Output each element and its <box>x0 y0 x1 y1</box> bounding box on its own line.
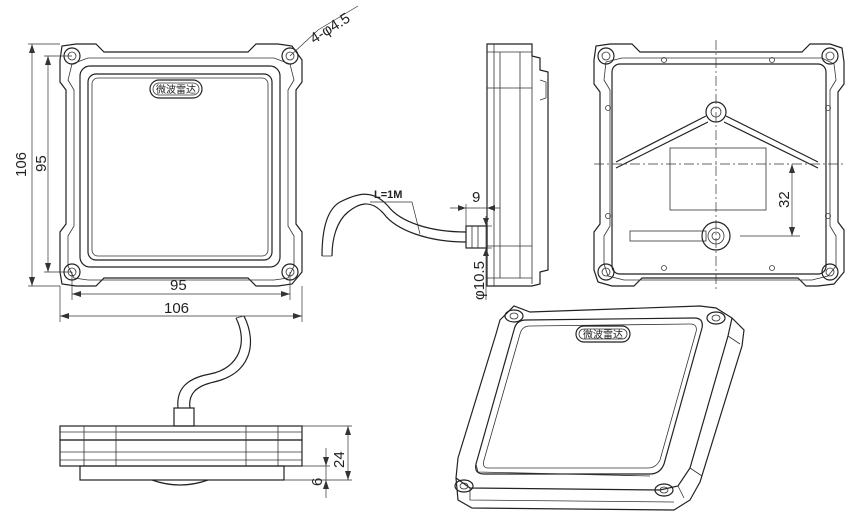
dim-width-outer: 106 <box>164 300 189 317</box>
cable-length-label: L=1M <box>374 189 402 201</box>
front-badge <box>149 79 203 99</box>
back-edge-screws <box>605 57 831 271</box>
back-housing-outline <box>593 43 845 287</box>
dim-total-height: 24 <box>331 451 348 468</box>
front-view: 微波雷达 4-φ4.5 106 95 95 106 <box>13 5 359 322</box>
offset-dim: 32 <box>776 191 793 208</box>
iso-badge <box>575 325 631 343</box>
back-view: 32 <box>593 40 846 290</box>
bottom-connector <box>173 407 195 427</box>
side-cable <box>321 193 467 257</box>
back-bracket <box>615 115 819 169</box>
back-cable-gland <box>701 221 731 251</box>
bottom-body-base <box>79 465 285 481</box>
front-radome <box>87 73 273 261</box>
dim-width-inner: 95 <box>170 277 187 294</box>
dim-height-inner: 95 <box>33 155 50 172</box>
connector-diameter-dim: φ10.5 <box>471 261 488 300</box>
bottom-body-top <box>59 425 303 441</box>
back-panel <box>611 63 827 275</box>
dim-height-outer: 106 <box>13 152 30 177</box>
iso-housing-side <box>455 317 745 511</box>
iso-corner-holes <box>454 309 726 497</box>
iso-badge-text: 微波雷达 <box>583 328 623 341</box>
front-housing-outline <box>59 43 303 287</box>
front-radome-inner <box>91 77 269 257</box>
bottom-view: 24 6 <box>59 315 352 498</box>
back-cable-stub <box>629 230 707 242</box>
hole-callout: 4-φ4.5 <box>307 10 353 48</box>
back-corner-holes <box>597 47 839 281</box>
dim-base-height: 6 <box>309 478 326 486</box>
iso-radome <box>475 317 703 475</box>
side-view: L=1M 9 φ10.5 <box>321 43 549 300</box>
front-badge-text: 微波雷达 <box>156 83 196 96</box>
bottom-body-mid <box>59 439 303 467</box>
back-label-area <box>669 147 767 211</box>
connector-length-dim: 9 <box>472 189 480 206</box>
bottom-cable <box>177 317 242 409</box>
side-connector <box>465 225 488 249</box>
side-body-outline <box>486 43 549 287</box>
iso-view: 微波雷达 <box>454 305 745 511</box>
front-radome-frame <box>79 65 281 268</box>
